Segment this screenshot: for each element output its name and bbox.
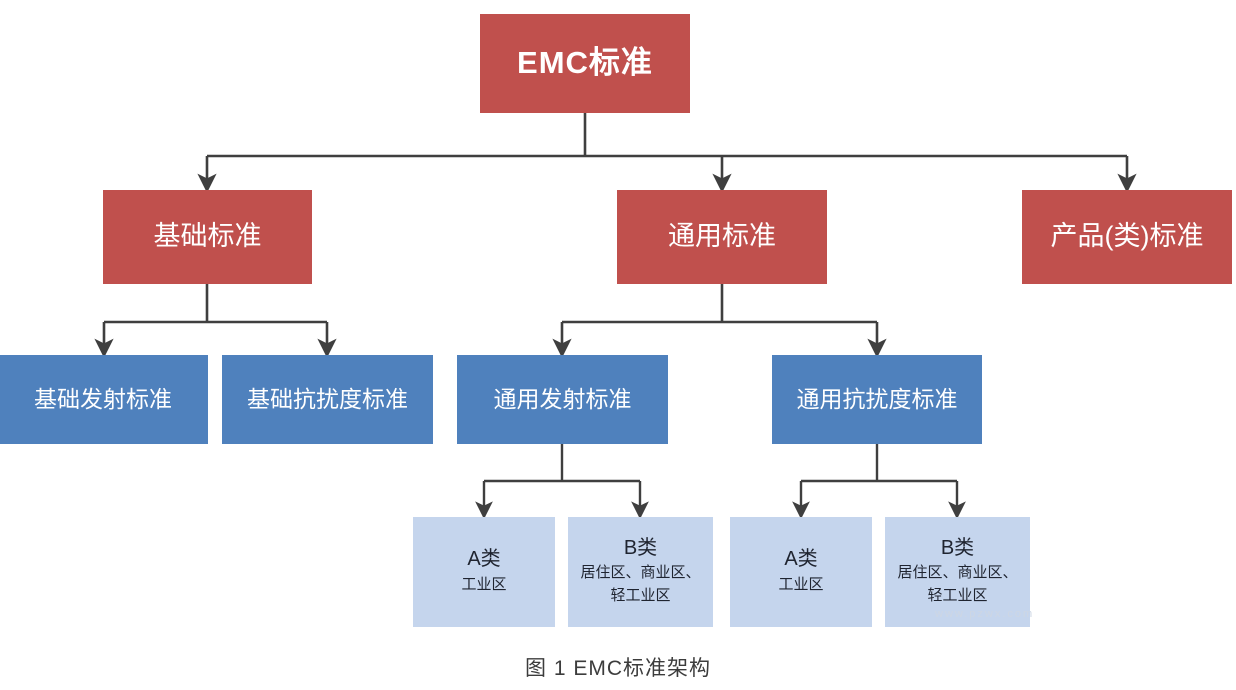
node-root-emc-standard[interactable]: EMC标准 [480,14,690,113]
figure-caption: 图 1 EMC标准架构 [524,657,711,680]
leaf-subtitle: 居住区、商业区、轻工业区 [580,564,701,604]
node-label: 基础抗扰度标准 [247,385,408,412]
node-class-a-emission[interactable]: A类 工业区 [413,517,555,627]
node-generic-emission-standard[interactable]: 通用发射标准 [457,355,668,444]
node-generic-standard[interactable]: 通用标准 [617,190,827,284]
node-class-b-emission[interactable]: B类 居住区、商业区、轻工业区 [568,517,713,627]
node-basic-immunity-standard[interactable]: 基础抗扰度标准 [222,355,433,444]
watermark-text: www.pzwx.com [935,608,1035,620]
node-label: 产品(类)标准 [1050,221,1204,252]
leaf-subtitle: 工业区 [778,575,824,593]
leaf-title: A类 [467,547,501,570]
leaf-title: B类 [940,536,975,559]
node-label: EMC标准 [517,45,653,81]
leaf-subtitle: 居住区、商业区、轻工业区 [897,564,1018,604]
node-label: 通用标准 [668,221,776,252]
node-class-b-immunity[interactable]: B类 居住区、商业区、轻工业区 [885,517,1030,627]
leaf-title: B类 [623,536,658,559]
node-label: 通用抗扰度标准 [796,385,958,412]
node-generic-immunity-standard[interactable]: 通用抗扰度标准 [772,355,982,444]
node-label: 基础标准 [153,221,262,252]
leaf-title: A类 [784,547,818,570]
node-product-standard[interactable]: 产品(类)标准 [1022,190,1232,284]
node-label: 基础发射标准 [34,385,172,412]
node-class-a-immunity[interactable]: A类 工业区 [730,517,872,627]
node-basic-standard[interactable]: 基础标准 [103,190,312,284]
node-label: 通用发射标准 [493,385,632,412]
node-basic-emission-standard[interactable]: 基础发射标准 [0,355,208,444]
leaf-subtitle: 工业区 [461,575,507,593]
